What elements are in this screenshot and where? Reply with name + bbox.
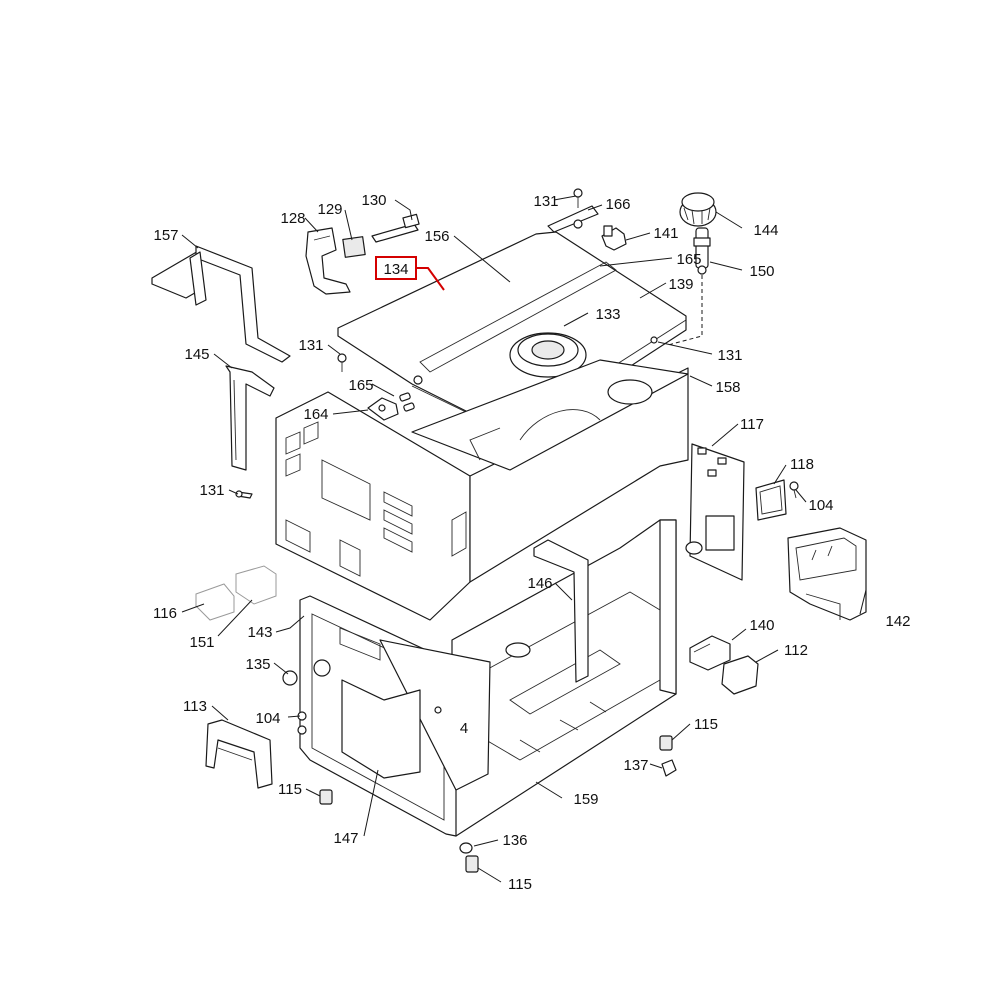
part-141-latch[interactable] <box>601 225 627 251</box>
callout-165[interactable]: 165 <box>348 377 373 394</box>
part-147-inner-panel[interactable] <box>341 679 421 779</box>
part-136-cap[interactable] <box>459 842 473 854</box>
callout-150[interactable]: 150 <box>749 263 774 280</box>
callout-130[interactable]: 130 <box>361 192 386 209</box>
part-158-upper-housing[interactable] <box>275 359 689 621</box>
part-112-block[interactable] <box>721 655 759 695</box>
callout-115[interactable]: 115 <box>278 781 302 798</box>
part-129-plate[interactable] <box>342 236 366 258</box>
part-151-holder[interactable] <box>235 565 277 605</box>
part-145-side-bracket[interactable] <box>225 365 275 471</box>
part-146-column[interactable] <box>533 539 589 683</box>
part-157-rail[interactable] <box>151 245 291 363</box>
callout-104[interactable]: 104 <box>808 497 833 514</box>
callout-164[interactable]: 164 <box>303 406 328 423</box>
part-144-knob[interactable] <box>679 192 717 227</box>
callout-151[interactable]: 151 <box>189 634 214 651</box>
callout-146[interactable]: 146 <box>527 575 552 592</box>
callout-131[interactable]: 131 <box>199 482 224 499</box>
callout-158[interactable]: 158 <box>715 379 740 396</box>
part-159-base-tray[interactable] <box>451 519 677 837</box>
callout-131[interactable]: 131 <box>533 193 558 210</box>
callout-159[interactable]: 159 <box>573 791 598 808</box>
callout-143[interactable]: 143 <box>247 624 272 641</box>
callout-115[interactable]: 115 <box>508 876 532 893</box>
leader-lines <box>181 195 867 883</box>
part-118-plate[interactable] <box>755 479 787 521</box>
callout-113[interactable]: 113 <box>183 698 207 715</box>
part-104-screw-right[interactable] <box>789 481 799 499</box>
part-116-holder[interactable] <box>195 583 235 621</box>
callout-112[interactable]: 112 <box>784 642 808 659</box>
part-131-screw-top[interactable] <box>573 188 583 208</box>
part-115-foot-bottom[interactable] <box>465 855 479 873</box>
part-115-foot-right[interactable] <box>659 735 673 751</box>
part-131-screw-left[interactable] <box>337 353 347 372</box>
part-137-clip[interactable] <box>661 759 677 777</box>
callout-116[interactable]: 116 <box>153 605 177 622</box>
part-140-switch[interactable] <box>689 635 731 671</box>
callout-147[interactable]: 147 <box>333 830 358 847</box>
callout-144[interactable]: 144 <box>753 222 778 239</box>
part-128-bracket[interactable] <box>305 227 351 295</box>
callout-134[interactable]: 134 <box>383 261 408 278</box>
callout-139[interactable]: 139 <box>668 276 693 293</box>
callout-129[interactable]: 129 <box>317 201 342 218</box>
callout-145[interactable]: 145 <box>184 346 209 363</box>
part-165-pads-lower[interactable] <box>399 392 415 412</box>
part-4-screw[interactable] <box>434 706 442 714</box>
callout-115[interactable]: 115 <box>694 716 718 733</box>
part-130-connector[interactable] <box>371 213 420 243</box>
part-133-round-cover[interactable] <box>509 332 587 378</box>
callout-142[interactable]: 142 <box>885 613 910 630</box>
highlight-leader <box>416 267 445 291</box>
part-113-holder[interactable] <box>205 719 273 789</box>
part-131-screw-lower-left[interactable] <box>235 490 253 499</box>
callout-131[interactable]: 131 <box>298 337 323 354</box>
callout-135[interactable]: 135 <box>245 656 270 673</box>
callout-104[interactable]: 104 <box>255 710 280 727</box>
callout-140[interactable]: 140 <box>749 617 774 634</box>
part-164-clip[interactable] <box>367 397 399 421</box>
part-115-foot-left[interactable] <box>319 789 333 805</box>
part-117-circuit-board[interactable] <box>685 443 745 581</box>
callout-137[interactable]: 137 <box>623 757 648 774</box>
callout-4[interactable]: 4 <box>460 720 468 737</box>
callout-141[interactable]: 141 <box>653 225 678 242</box>
part-142-rear-module[interactable] <box>787 527 867 621</box>
callout-128[interactable]: 128 <box>280 210 305 227</box>
part-135-cap[interactable] <box>282 670 298 686</box>
highlight-134: 134 <box>375 256 445 291</box>
callout-166[interactable]: 166 <box>605 196 630 213</box>
part-104-screw-left[interactable] <box>297 711 307 735</box>
callout-133[interactable]: 133 <box>595 306 620 323</box>
callout-165[interactable]: 165 <box>676 251 701 268</box>
callout-labels: 131 166 144 128 129 130 157 156 141 165 … <box>153 192 910 893</box>
part-150-spindle[interactable] <box>693 227 711 275</box>
part-166-clip[interactable] <box>547 205 599 233</box>
callout-118[interactable]: 118 <box>790 456 814 473</box>
callout-156[interactable]: 156 <box>424 228 449 245</box>
callout-117[interactable]: 117 <box>740 416 764 433</box>
callout-136[interactable]: 136 <box>502 832 527 849</box>
callout-131[interactable]: 131 <box>717 347 742 364</box>
callout-157[interactable]: 157 <box>153 227 178 244</box>
